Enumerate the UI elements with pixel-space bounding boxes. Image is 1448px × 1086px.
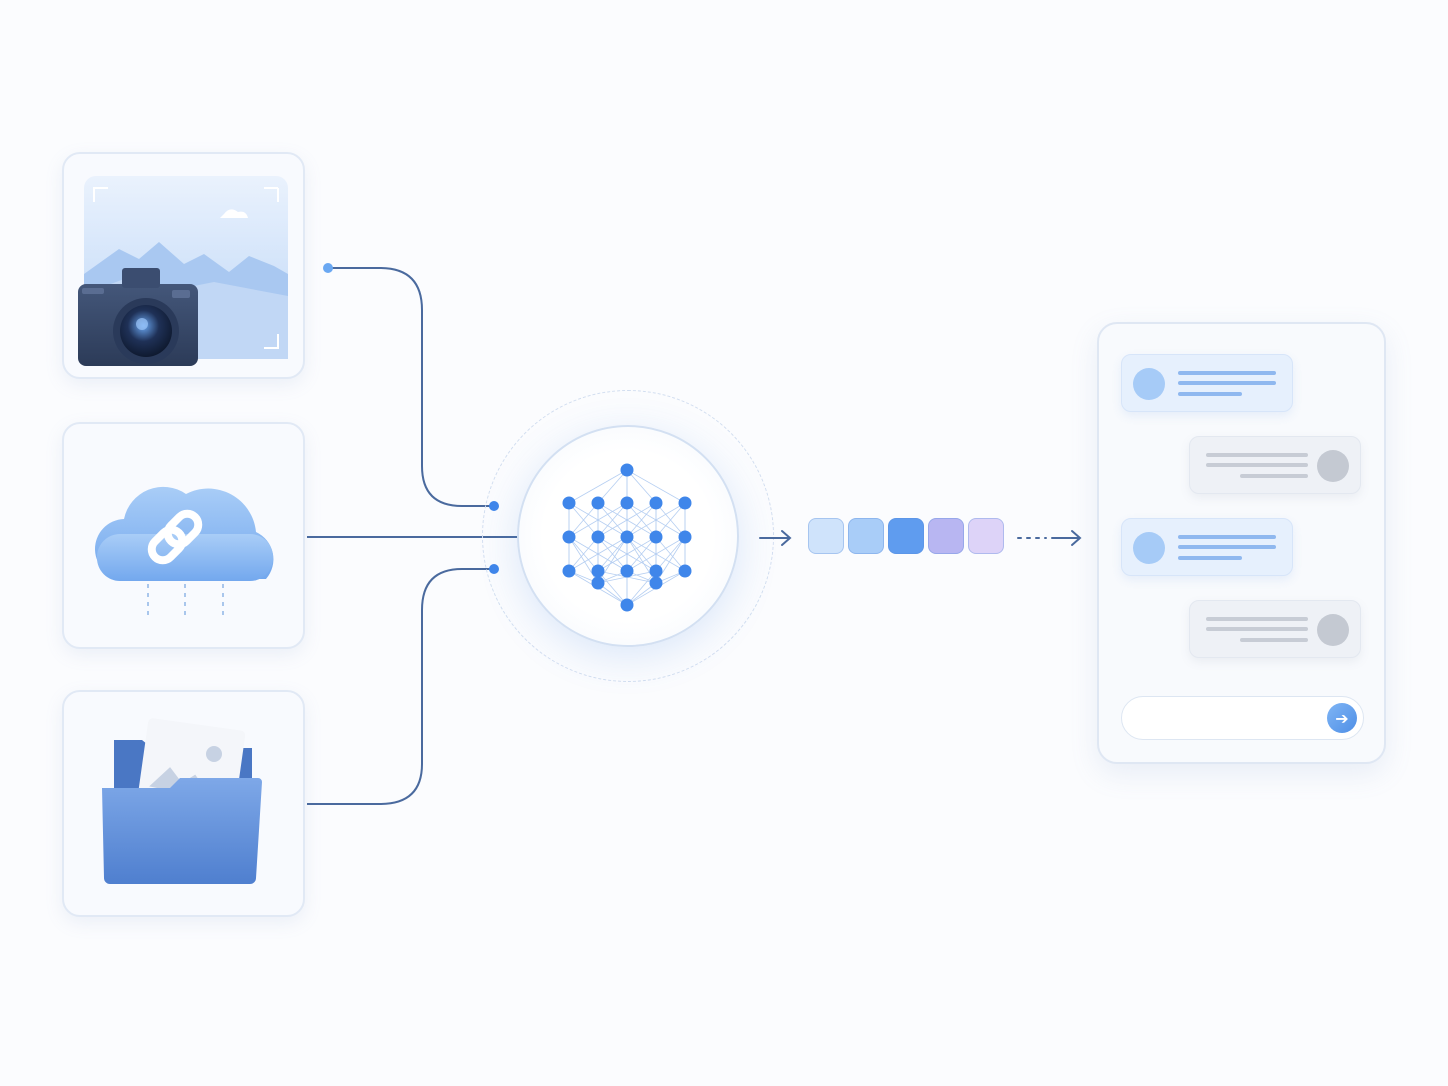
nn-node [620,598,634,612]
nn-node [591,564,605,578]
chat-panel: ➔ [1097,322,1386,764]
avatar [1133,368,1165,400]
avatar [1317,450,1349,482]
chat-message-incoming [1121,354,1293,412]
token-block [848,518,884,554]
nn-node [591,530,605,544]
chat-message-incoming [1121,518,1293,576]
nn-node [620,530,634,544]
nn-edge [597,536,628,572]
nn-node [591,576,605,590]
avatar [1317,614,1349,646]
nn-edge [568,502,628,538]
avatar [1133,532,1165,564]
photo-input-card[interactable] [62,152,305,379]
nn-edge [626,502,657,538]
chat-input-field[interactable]: ➔ [1121,696,1364,740]
nn-node [562,564,576,578]
nn-node [591,496,605,510]
image-folder-input-card[interactable] [62,690,305,917]
token-block [888,518,924,554]
chat-message-outgoing [1189,436,1361,494]
nn-node [620,496,634,510]
nn-edge [655,536,686,572]
nn-edge [626,469,657,504]
token-block [968,518,1004,554]
nn-node [649,564,663,578]
neural-network-icon [562,463,692,612]
token-block [928,518,964,554]
token-block [808,518,844,554]
nn-edge [568,536,628,572]
nn-node [678,496,692,510]
arrow-right-icon [759,530,792,546]
nn-node [562,496,576,510]
camera-photo-icon [78,176,288,366]
nn-edge [597,469,628,504]
nn-edge [626,536,657,572]
nn-edge [568,502,599,538]
nn-node [620,463,634,477]
nn-edge [568,536,599,572]
nn-node [649,496,663,510]
nn-edge [626,502,686,538]
connector-dot [323,263,333,273]
nn-edge [655,502,686,538]
nn-node [678,530,692,544]
nn-node [620,564,634,578]
nn-node [678,564,692,578]
cloud-link-icon [94,486,274,618]
nn-edge [626,469,686,504]
nn-edge [626,570,657,606]
cloud-link-input-card[interactable] [62,422,305,649]
token-sequence [808,518,1004,554]
nn-edge [597,502,657,538]
nn-node [649,530,663,544]
nn-edge [568,469,628,504]
arrow-right-icon [1051,530,1082,546]
nn-node [562,530,576,544]
nn-edge [626,536,686,572]
hub-halo [482,390,774,682]
nn-edge [597,502,628,538]
nn-edge [597,536,657,572]
nn-edge [597,570,628,606]
chat-message-outgoing [1189,600,1361,658]
image-folder-icon [102,718,262,884]
nn-node [649,576,663,590]
send-icon[interactable]: ➔ [1327,703,1357,733]
